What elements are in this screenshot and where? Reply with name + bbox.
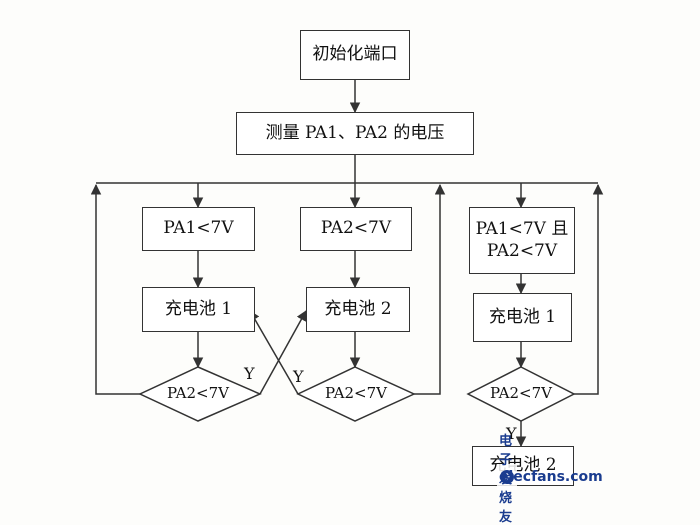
measure-box: 测量 PA1、PA2 的电压 — [236, 112, 474, 155]
decision-left — [138, 366, 262, 422]
charge1-left-label: 充电池 1 — [164, 298, 233, 319]
cond-pa2-box: PA2<7V — [300, 207, 412, 251]
decision-mid — [296, 366, 416, 422]
diamond-right-label: PA2<7V — [489, 384, 553, 402]
charge1-left-box: 充电池 1 — [142, 287, 255, 332]
measure-label: 测量 PA1、PA2 的电压 — [265, 122, 445, 143]
cond-both-label-line2: PA2<7V — [486, 240, 558, 261]
cond-both-label-line1: PA1<7V 且 — [475, 219, 569, 240]
diamond-left-label: PA2<7V — [166, 384, 230, 402]
charge1-right-box: 充电池 1 — [473, 293, 572, 342]
decision-right — [466, 366, 576, 422]
yes-label-mid: Y — [293, 367, 304, 386]
cond-pa1-label: PA1<7V — [163, 218, 234, 239]
yes-label-right: Y — [506, 424, 517, 443]
watermark-site: elecfans.com — [499, 469, 603, 485]
charge2-mid-box: 充电池 2 — [306, 287, 410, 332]
flowchart: 初始化端口 测量 PA1、PA2 的电压 PA1<7V PA2<7V PA1<7… — [90, 30, 604, 525]
elecfans-logo-icon — [500, 470, 514, 484]
init-box: 初始化端口 — [300, 30, 410, 80]
watermark: elecfans.com 电子发烧友 — [497, 434, 603, 525]
charge1-right-label: 充电池 1 — [488, 306, 557, 327]
cond-pa2-label: PA2<7V — [320, 218, 392, 239]
charge2-mid-label: 充电池 2 — [324, 298, 392, 319]
watermark-brand: 电子发烧友 — [499, 433, 513, 525]
flowchart-connectors — [90, 80, 604, 448]
cond-pa1-box: PA1<7V — [142, 207, 255, 251]
init-label: 初始化端口 — [312, 44, 398, 65]
cond-both-box: PA1<7V 且 PA2<7V — [469, 207, 575, 274]
yes-label-left: Y — [244, 364, 255, 383]
diamond-mid-label: PA2<7V — [324, 384, 388, 402]
